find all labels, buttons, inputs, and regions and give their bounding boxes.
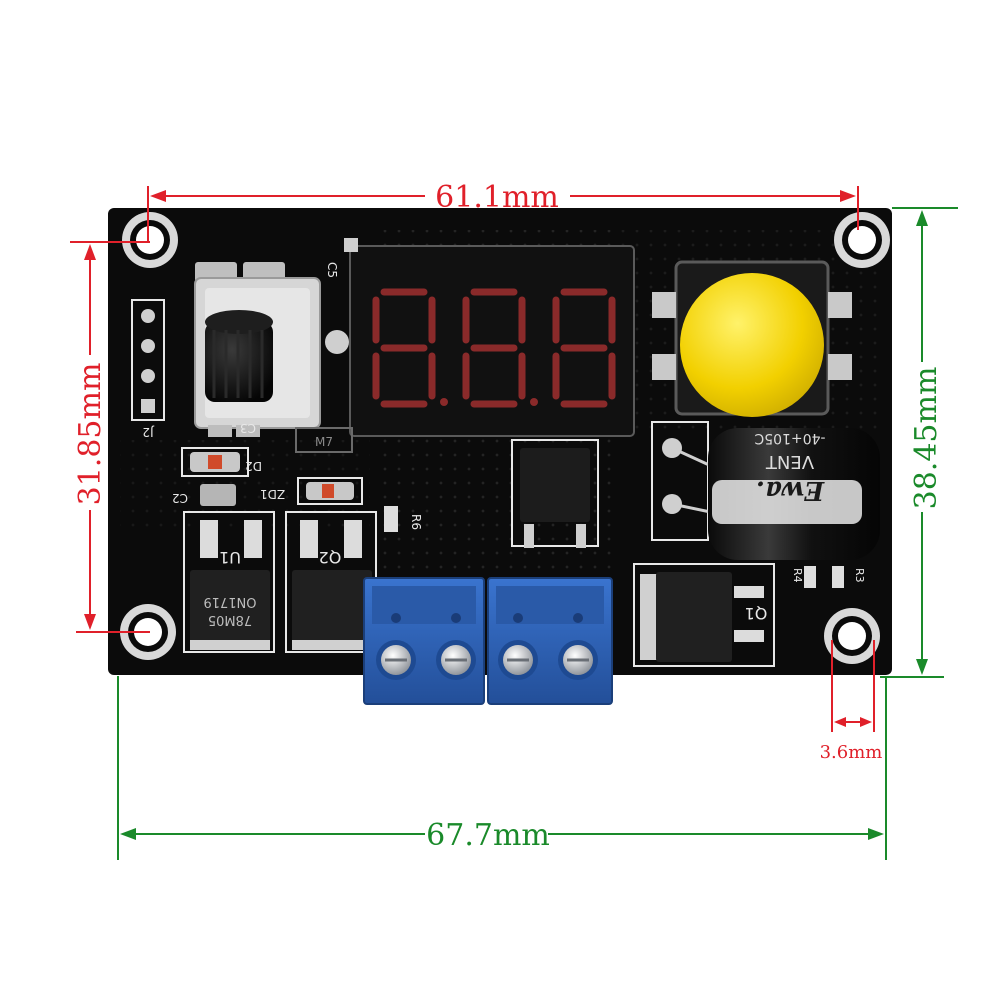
label-u1: U1	[219, 548, 241, 567]
push-button	[652, 260, 852, 417]
u1-part: 78M05	[208, 612, 252, 627]
cap-vent: VENT	[765, 451, 814, 472]
terminal-screw-icon	[498, 640, 538, 680]
label-zd1: ZD1	[260, 487, 285, 501]
terminal-screw-icon	[436, 640, 476, 680]
cap-rating: -40+105C	[754, 430, 825, 446]
dimension-right-height	[880, 207, 958, 678]
label-r4: R4	[791, 568, 804, 583]
regulator-u1: U1 78M05 ON1719	[183, 511, 275, 653]
terminal-screw-icon	[376, 640, 416, 680]
electrolytic-capacitor: Ewa. VENT -40+105C	[651, 421, 880, 560]
label-top-width: 61.1mm	[435, 180, 559, 215]
mounting-hole-top-left	[122, 212, 178, 268]
dimension-left-height	[70, 241, 150, 633]
mounting-hole-top-right	[834, 212, 890, 268]
label-r3: R3	[853, 568, 866, 583]
header-j2: J2	[131, 299, 165, 439]
terminal-screw-icon	[558, 640, 598, 680]
mounting-hole-bottom-right	[824, 608, 880, 664]
label-c3: C3	[240, 421, 256, 435]
label-bottom-width: 67.7mm	[426, 818, 550, 853]
dimension-top-width	[147, 186, 859, 242]
screw-terminal-block	[363, 577, 613, 705]
display-digit-3	[552, 288, 616, 408]
seven-segment-display	[344, 238, 635, 437]
label-c2: C2	[172, 491, 188, 505]
cap-brand: Ewa.	[756, 475, 825, 505]
smd-components: D2 ZD1 C2 R6 M7	[172, 427, 599, 548]
display-digit-1	[372, 288, 436, 408]
potentiometer: C5 C3	[194, 262, 349, 437]
display-digit-2	[462, 288, 526, 408]
label-c5: C5	[325, 262, 339, 278]
label-left-height: 31.85mm	[73, 363, 108, 506]
potentiometer-knob-icon	[205, 310, 273, 402]
label-q2: Q2	[319, 548, 342, 567]
mounting-holes	[120, 212, 890, 664]
label-r6: R6	[409, 514, 423, 530]
dimension-bottom-width	[117, 676, 887, 860]
label-right-height: 38.45mm	[909, 367, 944, 510]
label-m7: M7	[315, 435, 333, 449]
label-d2: D2	[245, 459, 262, 473]
label-j2: J2	[142, 425, 154, 439]
dimension-hole-diameter	[831, 640, 875, 732]
yellow-button-cap-icon	[680, 273, 824, 417]
transistor-q1: Q1 R4 R3	[633, 563, 866, 667]
u1-code: ON1719	[203, 594, 256, 609]
label-q1: Q1	[745, 604, 768, 623]
label-hole-diameter: 3.6mm	[820, 742, 883, 763]
